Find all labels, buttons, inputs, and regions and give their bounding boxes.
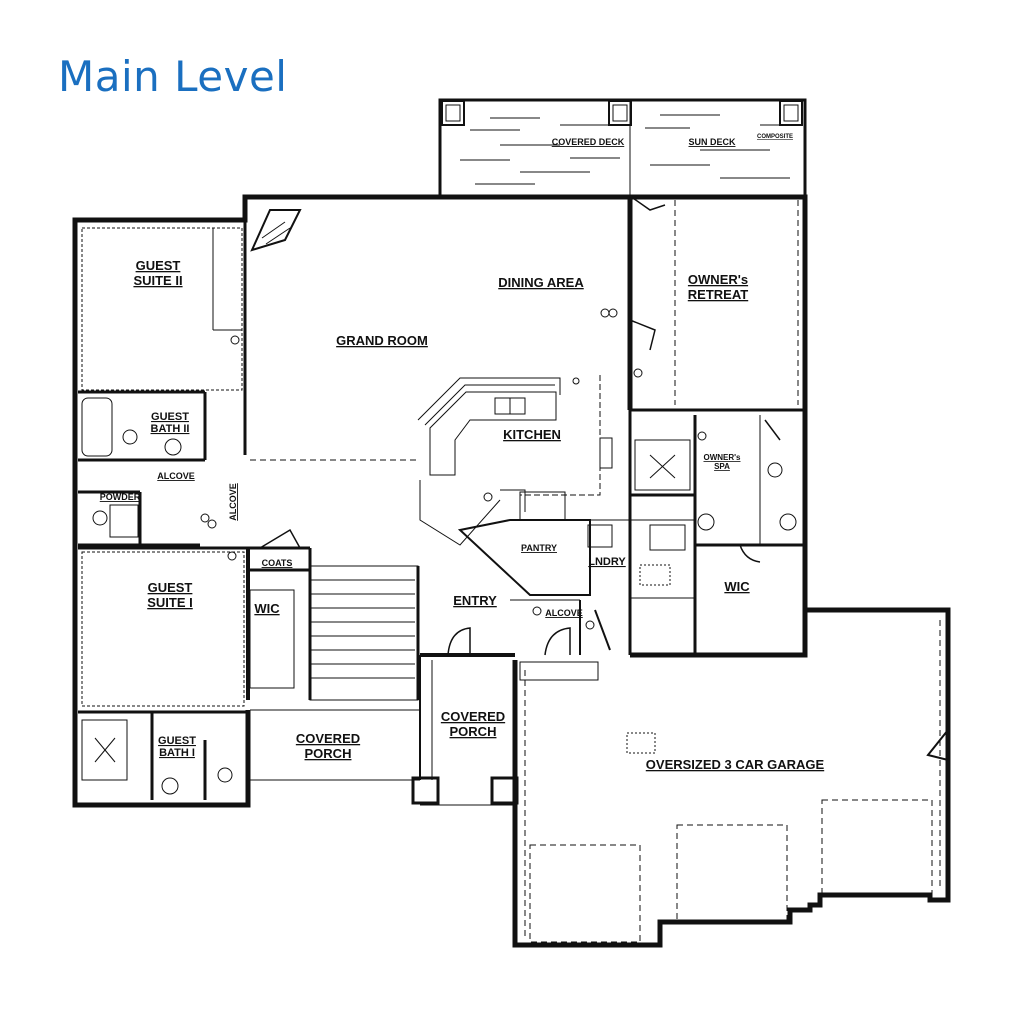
dashed-guides [250, 200, 941, 943]
label-owners-retreat-line1: OWNER's [688, 272, 748, 287]
label-sun-deck: SUN DECK [688, 137, 736, 147]
label-covered-porch-left-line1: COVERED [296, 731, 360, 746]
label-composite: COMPOSITE [757, 134, 793, 140]
label-guest-suite-i-line2: SUITE I [147, 595, 193, 610]
label-guest-bath-ii-line2: BATH II [151, 423, 190, 435]
label-guest-suite-i-line1: GUEST [148, 580, 193, 595]
label-covered-porch-right-line2: PORCH [450, 724, 497, 739]
label-wic-left: WIC [254, 601, 280, 616]
page-title: Main Level [58, 52, 288, 101]
label-entry: ENTRY [453, 593, 497, 608]
label-owners-retreat-line2: RETREAT [688, 287, 748, 302]
label-covered-porch-right-line1: COVERED [441, 709, 505, 724]
room-labels: COVERED DECK SUN DECK COMPOSITE GUEST SU… [100, 134, 825, 772]
label-powder: POWDER [100, 492, 141, 502]
exterior-walls [72, 194, 951, 948]
label-guest-suite-ii-line2: SUITE II [133, 273, 182, 288]
label-lndry: LNDRY [588, 556, 626, 568]
label-guest-bath-i-line1: GUEST [158, 735, 196, 747]
fixtures [81, 209, 797, 795]
label-pantry: PANTRY [521, 543, 557, 553]
label-kitchen: KITCHEN [503, 427, 561, 442]
label-dining-area: DINING AREA [498, 275, 584, 290]
label-coats: COATS [262, 558, 293, 568]
label-guest-bath-i-line2: BATH I [159, 747, 195, 759]
label-garage: OVERSIZED 3 CAR GARAGE [646, 757, 825, 772]
deck-area [438, 98, 807, 196]
interior-walls [78, 220, 805, 806]
label-grand-room: GRAND ROOM [336, 333, 428, 348]
label-wic-right: WIC [724, 579, 750, 594]
label-guest-bath-ii-line1: GUEST [151, 411, 189, 423]
kitchen-island [417, 375, 613, 546]
label-covered-deck: COVERED DECK [552, 137, 625, 147]
label-alcove-upper: ALCOVE [157, 471, 195, 481]
label-owners-spa-line2: SPA [714, 462, 730, 471]
label-alcove-vertical: ALCOVE [228, 483, 238, 521]
label-owners-spa-line1: OWNER's [703, 453, 741, 462]
label-covered-porch-left-line2: PORCH [305, 746, 352, 761]
label-alcove-entry: ALCOVE [545, 608, 583, 618]
doors [259, 195, 949, 762]
label-guest-suite-ii-line1: GUEST [136, 258, 181, 273]
